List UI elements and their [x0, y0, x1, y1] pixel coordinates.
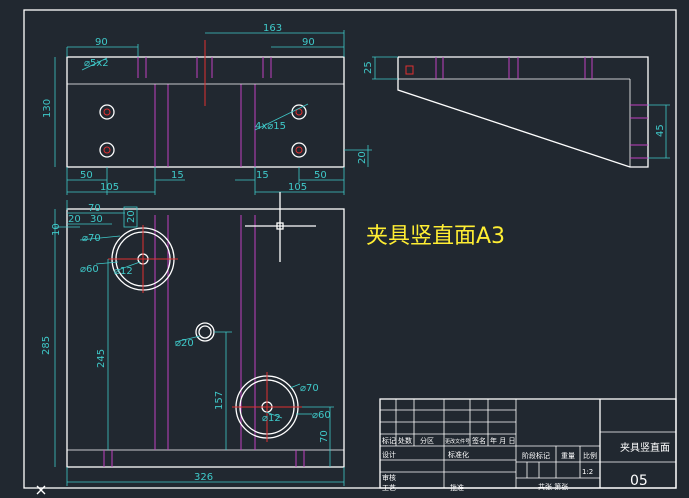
dim-326: 326 [194, 472, 213, 483]
tb-stage-mark: 阶段标记 [522, 451, 550, 460]
dim-d70-upper: ⌀70 [82, 233, 101, 244]
dim-90-left: 90 [95, 37, 108, 48]
dim-157: 157 [214, 391, 225, 410]
tb-header-mark: 标记 [382, 436, 396, 445]
tb-process: 工艺 [382, 484, 396, 492]
dim-d12-lower: ⌀12 [262, 413, 281, 424]
tb-header-count: 处数 [398, 436, 412, 445]
dim-15-left: 15 [171, 170, 184, 181]
dim-130: 130 [42, 99, 53, 118]
tb-standard: 标准化 [448, 450, 469, 459]
tb-drawing-no: 05 [630, 473, 648, 489]
title-block: 标记 处数 分区 更改文件号 签名 年 月 日 设计 标准化 审核 工艺 批准 … [379, 398, 677, 492]
dim-25: 25 [363, 61, 374, 74]
hole [291, 142, 307, 158]
dim-50-left: 50 [80, 170, 93, 181]
dim-45: 45 [655, 124, 666, 137]
side-view-outline [397, 56, 649, 168]
tb-part-name: 夹具竖直面 [620, 441, 670, 454]
hole [291, 104, 307, 120]
tb-header-sign: 签名 [472, 436, 486, 445]
front-view: 70 20 30 20 10 ⌀70 ⌀60 ⌀12 ⌀20 285 245 1… [41, 200, 345, 486]
dim-70-right: 70 [319, 430, 330, 443]
dim-15-right: 15 [256, 170, 269, 181]
drawing-title: 夹具竖直面A3 [366, 224, 506, 249]
top-view: 90 163 90 130 ⌀5x2 4x⌀15 50 105 15 15 10… [42, 23, 372, 195]
dim-245: 245 [96, 349, 107, 368]
dim-70: 70 [88, 203, 101, 214]
title-block-frame [379, 398, 677, 489]
dim-30: 30 [90, 214, 103, 225]
tb-scale-value: 1:2 [582, 468, 593, 476]
dim-90-right: 90 [302, 37, 315, 48]
callout-4x15: 4x⌀15 [255, 121, 286, 132]
ucs-icon [36, 485, 46, 495]
dim-d70-lower: ⌀70 [300, 383, 319, 394]
tb-header-change: 更改文件号 [445, 438, 470, 445]
dim-285: 285 [41, 336, 52, 355]
crosshair-cursor-icon [245, 192, 316, 262]
dim-20-left: 20 [68, 214, 81, 225]
dim-20: 20 [357, 151, 368, 164]
hole [99, 142, 115, 158]
sheet-border [23, 9, 677, 489]
side-view: 25 45 [363, 56, 670, 168]
front-view-outline [66, 208, 345, 468]
dim-105-left: 105 [100, 182, 119, 193]
dim-d12-upper: ⌀12 [114, 266, 133, 277]
tb-approve: 批准 [450, 483, 464, 492]
callout-5x2: ⌀5x2 [84, 58, 109, 69]
tb-header-zone: 分区 [420, 436, 434, 445]
dim-163: 163 [263, 23, 282, 34]
hole [99, 104, 115, 120]
tb-weight: 重量 [561, 452, 575, 460]
dim-d20: ⌀20 [175, 338, 194, 349]
dim-50-right: 50 [314, 170, 327, 181]
tb-scale-label: 比例 [583, 451, 597, 460]
tb-header-date: 年 月 日 [490, 436, 515, 445]
dim-105-right: 105 [288, 182, 307, 193]
tb-design: 设计 [382, 450, 396, 459]
dim-d60-lower: ⌀60 [312, 410, 331, 421]
dim-20-top: 20 [126, 210, 137, 223]
tb-sheets: 共张 第张 [538, 482, 568, 491]
dim-d60-upper: ⌀60 [80, 264, 99, 275]
tb-review: 审核 [382, 473, 396, 482]
dim-10: 10 [51, 223, 62, 236]
